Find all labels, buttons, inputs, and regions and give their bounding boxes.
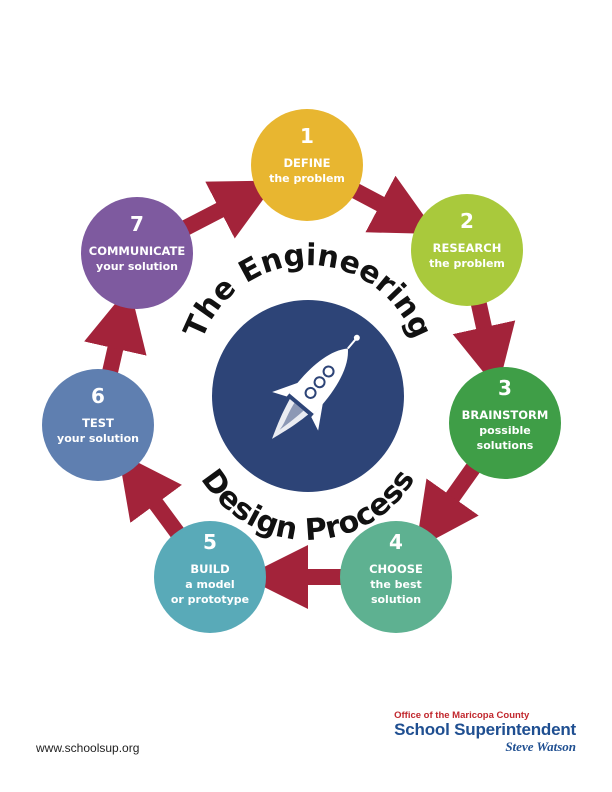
step-7-number: 7 <box>130 212 144 236</box>
step-7-sublabel: your solution <box>96 260 178 273</box>
step-3-circle <box>449 367 561 479</box>
logo-line-name: Steve Watson <box>505 739 576 754</box>
arrow-2-to-3 <box>452 299 516 390</box>
step-4-sublabel-2: solution <box>371 593 421 606</box>
step-5-number: 5 <box>203 530 217 554</box>
superintendent-logo: Office of the Maricopa County School Sup… <box>394 710 576 755</box>
step-1-number: 1 <box>300 124 314 148</box>
arrow-5-to-6 <box>118 452 186 540</box>
footer-url[interactable]: www.schoolsup.org <box>36 741 140 755</box>
step-7-label: COMMUNICATE <box>89 244 186 258</box>
step-4-label: CHOOSE <box>369 562 423 576</box>
logo-line-title: School Superintendent <box>394 720 576 739</box>
step-7-circle <box>81 197 193 309</box>
step-5-circle <box>154 521 266 633</box>
step-3-number: 3 <box>498 376 512 400</box>
step-3-label: BRAINSTORM <box>462 408 549 422</box>
step-4-circle <box>340 521 452 633</box>
step-5-sublabel-2: or prototype <box>171 593 249 606</box>
step-6-circle <box>42 369 154 481</box>
step-5-sublabel: a model <box>185 578 234 591</box>
logo-line-office: Office of the Maricopa County <box>394 710 530 721</box>
step-1-label: DEFINE <box>283 156 330 170</box>
step-2-number: 2 <box>460 209 474 233</box>
arrow-3-to-4 <box>415 460 482 550</box>
arrow-6-to-7 <box>84 286 147 377</box>
step-4-number: 4 <box>389 530 403 554</box>
step-1-sublabel: the problem <box>269 172 345 185</box>
rocket-icon <box>272 334 360 439</box>
step-6-sublabel: your solution <box>57 432 139 445</box>
arrow-1-to-2 <box>349 175 437 235</box>
step-5-label: BUILD <box>190 562 229 576</box>
step-2-sublabel: the problem <box>429 257 505 270</box>
step-6-label: TEST <box>82 416 114 430</box>
process-arrows <box>84 175 516 609</box>
step-2-circle <box>411 194 523 306</box>
arrow-7-to-1 <box>179 180 277 239</box>
step-4-sublabel: the best <box>370 578 422 591</box>
step-3-sublabel: possible <box>479 424 530 437</box>
step-2-label: RESEARCH <box>433 241 502 255</box>
step-1-circle <box>251 109 363 221</box>
step-3-sublabel-2: solutions <box>477 439 534 452</box>
step-6-number: 6 <box>91 384 105 408</box>
